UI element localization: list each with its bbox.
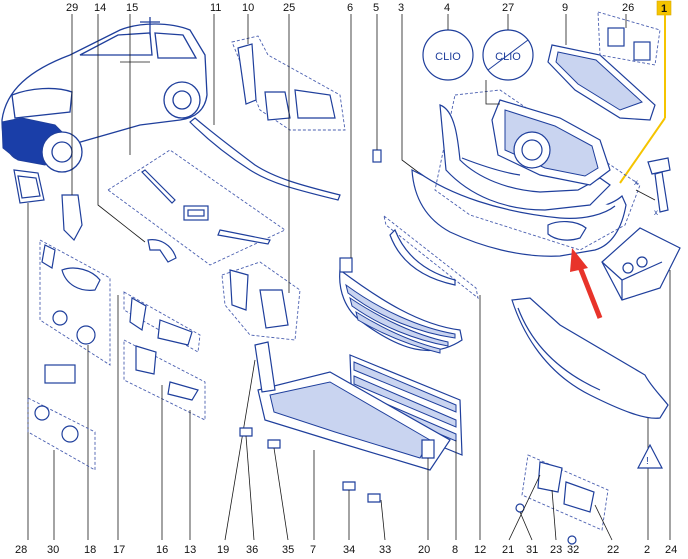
- bracket-group-10: [231, 14, 346, 131]
- callout-30: 30: [47, 544, 59, 556]
- callout-33: 33: [379, 544, 391, 556]
- callout-17: 17: [113, 544, 125, 556]
- top-callouts: 29 14 15 11 10 25 6 5 3 4 27 9 26: [66, 2, 634, 14]
- callout-16: 16: [156, 544, 168, 556]
- callout-7: 7: [310, 544, 316, 556]
- bracket-29: [61, 14, 83, 241]
- lower-grille-6: [339, 14, 463, 354]
- upper-grille-9: [547, 14, 656, 121]
- bumper-shell-2: !: [511, 297, 669, 540]
- fixing-kit-24: [601, 227, 681, 540]
- callout-10: 10: [242, 2, 254, 14]
- callout-36: 36: [246, 544, 258, 556]
- callout-25: 25: [283, 2, 295, 14]
- callout-26: 26: [622, 2, 634, 14]
- callout-2: 2: [644, 544, 650, 556]
- clips-26: [597, 11, 661, 66]
- callout-29: 29: [66, 2, 78, 14]
- callout-15: 15: [126, 2, 138, 14]
- callout-31: 31: [526, 544, 538, 556]
- callout-14: 14: [94, 2, 106, 14]
- callout-32: 32: [567, 544, 579, 556]
- callout-19: 19: [217, 544, 229, 556]
- upper-cover-3: [434, 89, 641, 251]
- callout-20: 20: [418, 544, 430, 556]
- fog-lamp-group-30: [27, 397, 96, 540]
- callout-4: 4: [444, 2, 450, 14]
- badge-clio-1: CLIO: [435, 51, 461, 63]
- trim-group-15: [107, 14, 286, 266]
- callout-3: 3: [398, 2, 404, 14]
- fog-lamp-group-18: [39, 239, 111, 540]
- callout-9: 9: [562, 2, 568, 14]
- trim-group-16: [123, 339, 206, 540]
- callout-24: 24: [665, 544, 677, 556]
- bracket-group-25: [221, 14, 301, 341]
- clip-5: [372, 14, 382, 163]
- trim-group-17: [117, 291, 201, 540]
- callout-5: 5: [373, 2, 379, 14]
- red-arrow: [570, 248, 603, 319]
- badge-group: CLIO CLIO: [422, 14, 534, 81]
- callout-23: 23: [550, 544, 562, 556]
- callout-1: 1: [661, 3, 667, 15]
- callout-6: 6: [347, 2, 353, 14]
- callout-18: 18: [84, 544, 96, 556]
- highlight-callout-1: 1: [619, 0, 672, 184]
- strut-19: [224, 341, 276, 541]
- bottom-callouts: 28 30 18 17 16 13 19 36 35 7 34 33 20 8 …: [15, 544, 677, 556]
- car-illustration: [1, 17, 208, 173]
- callout-22: 22: [607, 544, 619, 556]
- callout-28: 28: [15, 544, 27, 556]
- deflector-12: [383, 214, 481, 540]
- bracket-group-21-23: [508, 454, 613, 545]
- callout-34: 34: [343, 544, 355, 556]
- callout-13: 13: [184, 544, 196, 556]
- svg-text:!: !: [646, 456, 649, 467]
- callout-8: 8: [452, 544, 458, 556]
- callout-12: 12: [474, 544, 486, 556]
- callout-11: 11: [210, 2, 221, 14]
- honeycomb-grille-27: [485, 80, 611, 186]
- undertray-7: [257, 371, 451, 540]
- screws-group: [239, 427, 435, 541]
- screw-detail: x x: [634, 157, 671, 217]
- svg-text:x: x: [634, 178, 638, 187]
- license-plate-bracket: [13, 169, 45, 540]
- callout-35: 35: [282, 544, 294, 556]
- callout-21: 21: [502, 544, 514, 556]
- chrome-strip-11: [189, 14, 341, 201]
- callout-27: 27: [502, 2, 514, 14]
- svg-text:x: x: [654, 208, 658, 217]
- tow-hook-cover-14: [97, 14, 177, 263]
